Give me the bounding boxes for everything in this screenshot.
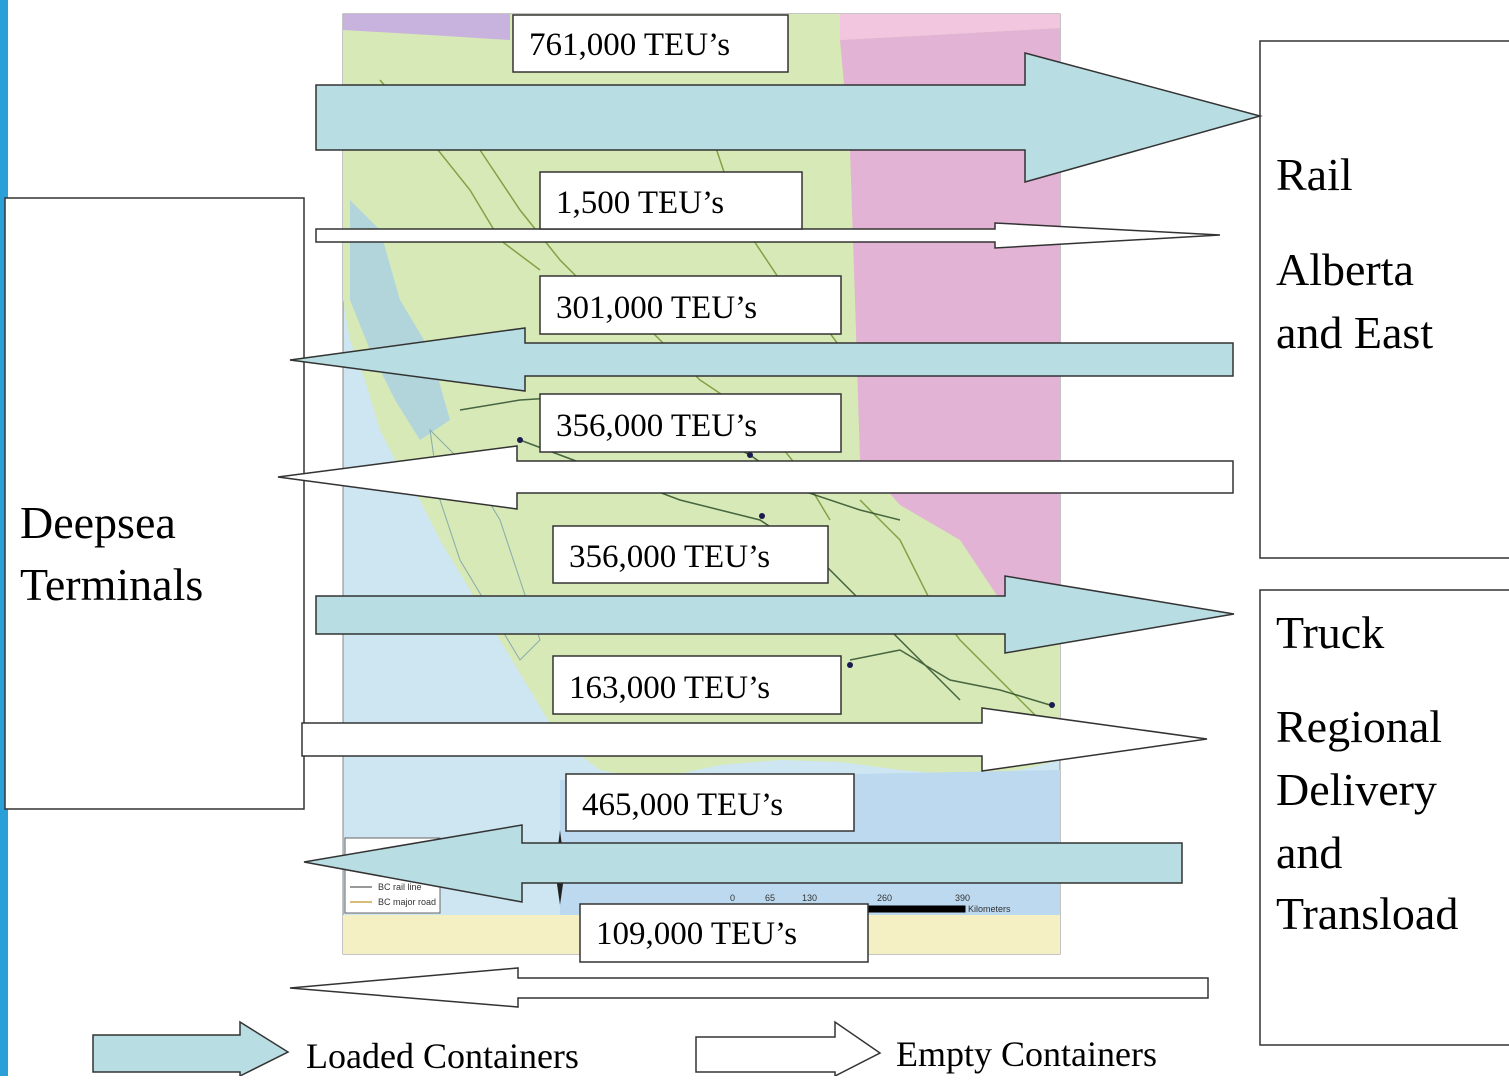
legend-loaded-label: Loaded Containers bbox=[306, 1036, 579, 1076]
deepsea-line-2: Terminals bbox=[20, 559, 203, 610]
rail-line-1: Alberta bbox=[1276, 244, 1414, 295]
flow-label-box-6 bbox=[552, 655, 842, 715]
scale-unit: Kilometers bbox=[968, 904, 1011, 914]
truck-title: Truck bbox=[1276, 607, 1384, 658]
deepsea-terminals-box bbox=[4, 197, 305, 810]
scale-tick-0: 0 bbox=[730, 893, 735, 903]
slide-sidebar bbox=[0, 0, 8, 1076]
rail-title: Rail bbox=[1276, 149, 1353, 200]
flow-arrow-4 bbox=[277, 445, 1234, 510]
map-legend-rail: BC rail line bbox=[378, 882, 422, 892]
scale-tick-130: 130 bbox=[802, 893, 817, 903]
map-legend-road: BC major road bbox=[378, 897, 436, 907]
rail-box bbox=[1259, 40, 1509, 559]
truck-line-4: Transload bbox=[1276, 888, 1458, 939]
scale-tick-390: 390 bbox=[955, 893, 970, 903]
flow-label-3: 301,000 TEU’s bbox=[556, 290, 757, 326]
flow-arrow-6 bbox=[301, 707, 1208, 772]
flow-label-box-5 bbox=[552, 525, 829, 584]
flow-label-box-1 bbox=[512, 14, 789, 73]
scale-tick-260: 260 bbox=[877, 893, 892, 903]
rail-line-2: and East bbox=[1276, 307, 1433, 358]
flow-label-1: 761,000 TEU’s bbox=[529, 27, 730, 63]
flow-label-4: 356,000 TEU’s bbox=[556, 408, 757, 444]
flow-arrow-7 bbox=[303, 824, 1183, 903]
legend-loaded-arrow-icon bbox=[92, 1020, 290, 1078]
flow-label-5: 356,000 TEU’s bbox=[569, 539, 770, 575]
flow-label-7: 465,000 TEU’s bbox=[582, 787, 783, 823]
flow-label-2: 1,500 TEU’s bbox=[556, 185, 724, 221]
flow-label-8: 109,000 TEU’s bbox=[596, 916, 797, 952]
truck-line-3: and bbox=[1276, 827, 1342, 878]
legend-empty-label: Empty Containers bbox=[896, 1034, 1157, 1074]
flow-arrow-1 bbox=[315, 52, 1263, 183]
flow-label-box-2 bbox=[539, 171, 803, 230]
truck-box bbox=[1259, 589, 1509, 1046]
truck-line-2: Delivery bbox=[1276, 764, 1437, 815]
scale-tick-65: 65 bbox=[765, 893, 775, 903]
truck-line-1: Regional bbox=[1276, 701, 1442, 752]
flow-label-box-7 bbox=[565, 773, 855, 832]
flow-label-box-4 bbox=[539, 393, 842, 453]
flow-label-box-8 bbox=[579, 903, 869, 963]
flow-label-box-3 bbox=[539, 275, 842, 335]
flow-arrow-5 bbox=[315, 575, 1235, 654]
legend-empty-arrow-icon bbox=[695, 1020, 882, 1078]
flow-label-6: 163,000 TEU’s bbox=[569, 670, 770, 706]
flow-arrow-8 bbox=[289, 967, 1209, 1008]
flow-arrow-3 bbox=[289, 327, 1234, 392]
deepsea-line-1: Deepsea bbox=[20, 497, 176, 548]
